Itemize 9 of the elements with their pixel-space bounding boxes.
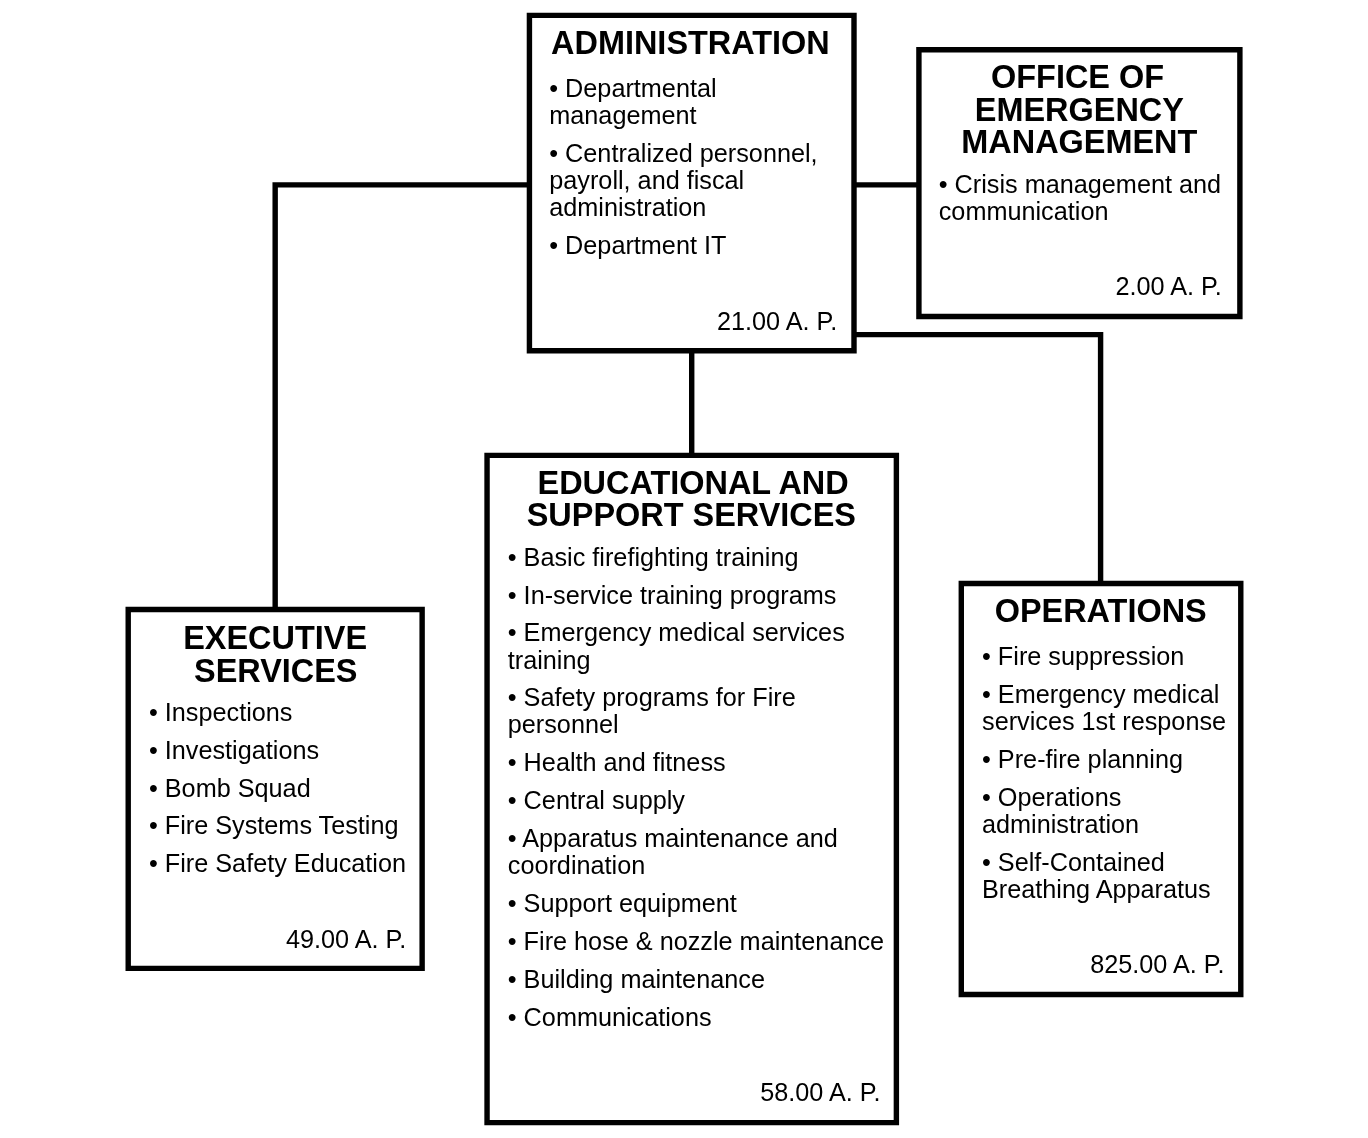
node-box: OPERATIONS • Fire suppression • Emergency medical services 1st response • Pre-fire planning • Operations administration • Self-Contained Breathing Apparatus 825.00 A. P.: [958, 580, 1243, 998]
node-box: EDUCATIONAL AND SUPPORT SERVICES • Basic firefighting training • In-service training programs • Emergency medical services training • Safety programs for Fire personnel • Health and fitness • Central supply • Apparatus maintenance and coordination • Support equipment • Fire hose & nozzle maintenance • Building maintenance • Communications 58.00 A. P.: [483, 452, 899, 1126]
node-box: EXECUTIVE SERVICES • Inspections • Investigations • Bomb Squad • Fire Systems Testing • Fire Safety Education 49.00 A. P.: [125, 606, 425, 972]
connector: [688, 351, 694, 456]
connector: [854, 331, 1103, 584]
node-box: OFFICE OF EMERGENCY MANAGEMENT • Crisis management and communication 2.00 A. P.: [915, 46, 1243, 320]
connector: [853, 182, 918, 188]
node-box: ADMINISTRATION • Departmental management • Centralized personnel, payroll, and fiscal administration • Department IT 21.00 A. P.: [526, 12, 857, 354]
connector: [271, 182, 529, 610]
